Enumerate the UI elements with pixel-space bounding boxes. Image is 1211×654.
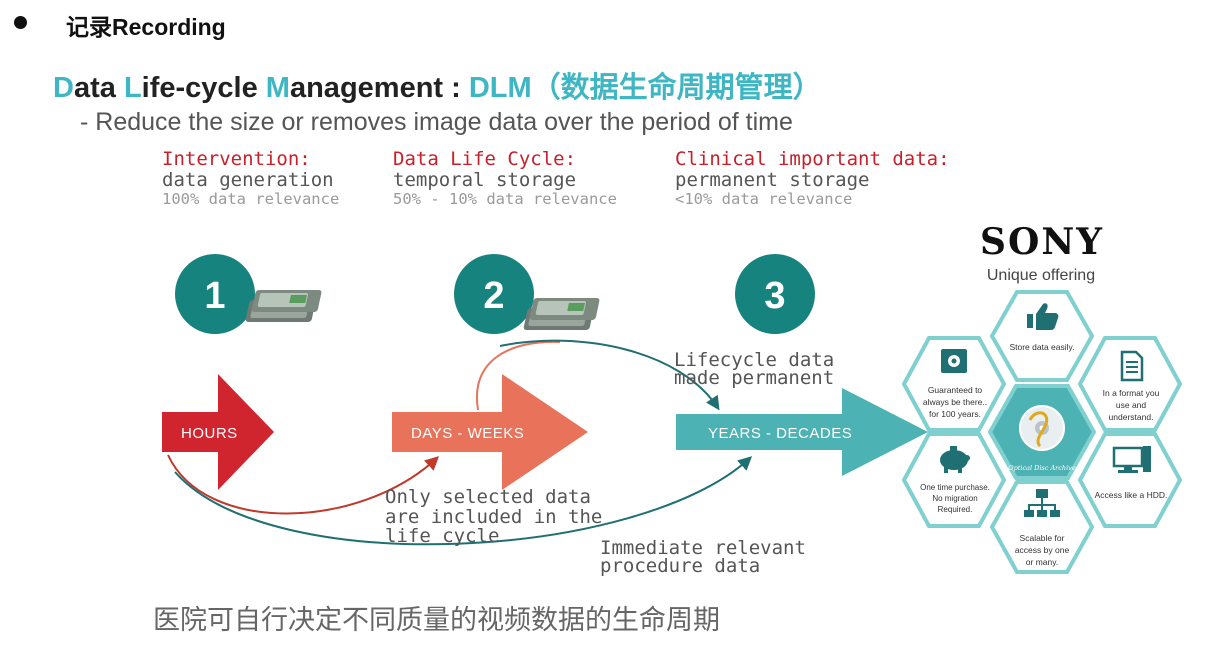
svg-text:HOURS: HOURS [181,425,238,442]
hex-center-disc: Optical Disc Archive [987,384,1097,480]
stage-1-circle: 1 [175,254,255,334]
caption: 医院可自行决定不同质量的视频数据的生命周期 [153,605,720,636]
svg-text:Scalable for: Scalable for [1020,533,1065,543]
svg-text:One time purchase.: One time purchase. [920,483,990,492]
hex-access: Access like a HDD. [1077,432,1183,528]
vault-icon [941,349,967,373]
curve-days-up [475,340,561,411]
svg-text:Only selected data: Only selected data [385,486,591,508]
svg-text:understand.: understand. [1109,412,1154,422]
svg-text:Access like a HDD.: Access like a HDD. [1095,490,1168,500]
hex-scalable: Scalable for access by one or many. [989,480,1095,574]
stage-2-circle: 2 [454,254,534,334]
svg-text:made permanent: made permanent [674,367,834,389]
annotation-selected: Only selected data are included in the l… [385,486,602,547]
curve-hours-to-years [174,456,753,546]
hex-store-data: Store data easily. [989,290,1095,382]
curve-days-to-years [499,339,720,411]
annotation-immediate: Immediate relevant procedure data [600,537,806,577]
slide-title: Data Life-cycle Management : DLM（数据生命周期管… [53,70,822,104]
arrow-hours: HOURS [162,374,274,490]
svg-text:access by one: access by one [1015,545,1070,555]
svg-text:2: 2 [483,275,504,317]
hex-format: In a format you use and understand. [1077,336,1183,432]
hex-guaranteed: Guaranteed to always be there.. for 100 … [901,336,1007,432]
column-intervention: Intervention: data generation 100% data … [162,148,340,208]
optical-disc-icon [1019,405,1065,451]
svg-text:for 100 years.: for 100 years. [929,409,981,419]
svg-text:Optical Disc Archive: Optical Disc Archive [1008,464,1076,472]
network-icon [1024,489,1060,517]
annotation-lifecycle: Lifecycle data made permanent [674,349,834,389]
hard-drive-icon [523,298,600,330]
svg-text:always be there..: always be there.. [923,397,987,407]
bullet-dot [14,16,27,29]
svg-text:DAYS - WEEKS: DAYS - WEEKS [411,425,524,442]
arrow-years-decades: YEARS - DECADES [676,388,928,476]
svg-text:life cycle: life cycle [385,525,499,547]
section-heading: 记录Recording [66,14,226,40]
document-icon [1120,350,1144,382]
svg-text:Guaranteed to: Guaranteed to [928,385,983,395]
hex-one-time: One time purchase. No migration Required… [901,432,1007,528]
svg-text:Store data easily.: Store data easily. [1009,342,1074,352]
column-clinical-data: Clinical important data: permanent stora… [675,148,950,208]
svg-text:3: 3 [764,275,785,317]
sony-logo: SONY [980,221,1104,263]
stage-3-circle: 3 [735,254,815,334]
svg-text:In a format you: In a format you [1103,388,1160,398]
slide-subtitle: - Reduce the size or removes image data … [80,108,793,136]
hdd-icon [1112,446,1151,473]
curve-hours-to-days [167,454,440,515]
thumbs-up-icon [1027,303,1059,330]
svg-text:1: 1 [204,275,225,317]
svg-text:procedure data: procedure data [600,555,760,577]
column-data-life-cycle: Data Life Cycle: temporal storage 50% - … [393,148,617,208]
sony-tagline: Unique offering [987,267,1095,284]
piggy-bank-icon [940,446,970,473]
svg-text:Lifecycle data: Lifecycle data [674,349,834,371]
svg-text:Required.: Required. [938,505,973,514]
arrow-days-weeks: DAYS - WEEKS [392,374,588,490]
svg-text:are included in the: are included in the [385,506,602,528]
svg-text:use and: use and [1116,400,1147,410]
svg-text:Immediate relevant: Immediate relevant [600,537,806,559]
svg-text:YEARS - DECADES: YEARS - DECADES [708,425,852,442]
svg-text:No migration: No migration [932,494,977,503]
hard-drive-icon [245,290,322,322]
svg-text:or many.: or many. [1026,557,1058,567]
